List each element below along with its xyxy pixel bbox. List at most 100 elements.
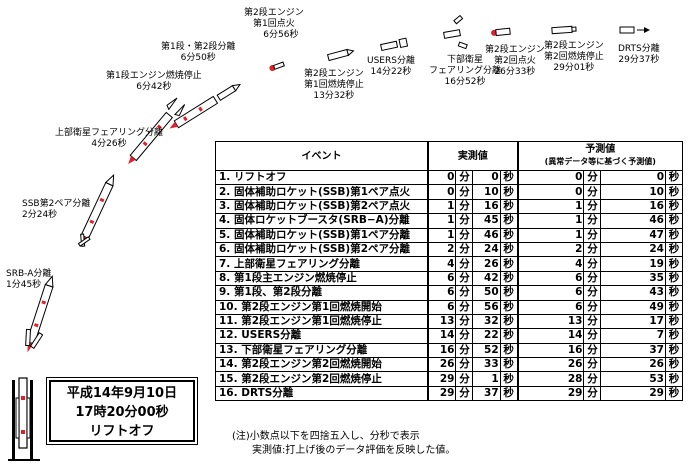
unit-min: 分 <box>583 385 602 402</box>
event-name: 16. DRTS分離 <box>215 385 429 402</box>
actual-min: 0 <box>427 184 457 200</box>
unit-min: 分 <box>455 285 474 301</box>
header-event: イベント <box>215 141 429 171</box>
second-stage-ignition-2 <box>491 27 511 37</box>
predicted-min: 0 <box>516 169 585 186</box>
actual-min: 1 <box>427 213 457 229</box>
unit-min: 分 <box>583 256 602 272</box>
unit-min: 分 <box>583 241 602 258</box>
unit-sec: 秒 <box>499 184 519 200</box>
unit-sec: 秒 <box>665 328 683 344</box>
unit-sec: 秒 <box>499 371 519 387</box>
liftoff-time: 17時20分00秒 <box>75 405 169 420</box>
actual-sec: 10 <box>472 184 501 200</box>
unit-min: 分 <box>455 241 474 258</box>
predicted-min: 6 <box>516 270 585 287</box>
unit-sec: 秒 <box>499 313 519 330</box>
predicted-min: 0 <box>516 184 585 200</box>
predicted-sec: 0 <box>600 169 666 186</box>
predicted-sec: 26 <box>600 357 666 373</box>
predicted-sec: 46 <box>600 213 666 229</box>
unit-min: 分 <box>583 328 602 344</box>
lower-fairing-separation <box>443 14 468 50</box>
predicted-sec: 29 <box>600 385 666 402</box>
liftoff-label: リフトオフ <box>89 424 155 439</box>
unit-sec: 秒 <box>499 241 519 258</box>
actual-sec: 50 <box>472 285 501 301</box>
event-name: 3. 固体補助ロケット(SSB)第2ペア点火 <box>215 198 429 215</box>
event-name: 12. USERS分離 <box>215 328 429 344</box>
actual-min: 13 <box>427 313 457 330</box>
unit-min: 分 <box>583 313 602 330</box>
unit-sec: 秒 <box>665 169 683 186</box>
unit-sec: 秒 <box>499 227 519 243</box>
second-stage-seco-2 <box>551 25 577 35</box>
unit-sec: 秒 <box>499 299 519 315</box>
unit-sec: 秒 <box>499 270 519 287</box>
predicted-sec: 24 <box>600 241 666 258</box>
predicted-sec: 7 <box>600 328 666 344</box>
predicted-sec: 17 <box>600 313 666 330</box>
actual-sec: 33 <box>472 357 501 373</box>
actual-sec: 37 <box>472 385 501 402</box>
unit-min: 分 <box>455 198 474 215</box>
actual-sec: 46 <box>472 227 501 243</box>
users-separation <box>380 37 409 52</box>
unit-min: 分 <box>455 299 474 315</box>
predicted-sec: 37 <box>600 342 666 359</box>
actual-min: 29 <box>427 385 457 402</box>
predicted-min: 4 <box>516 256 585 272</box>
unit-sec: 秒 <box>499 256 519 272</box>
unit-sec: 秒 <box>499 213 519 229</box>
actual-min: 14 <box>427 328 457 344</box>
predicted-min: 6 <box>516 285 585 301</box>
liftoff-date: 平成14年9月10日 <box>66 386 178 401</box>
actual-sec: 16 <box>472 198 501 215</box>
event-name: 9. 第1段、第2段分離 <box>215 285 429 301</box>
header-predicted: 予測値 (異常データ等に基づく予測値) <box>516 141 683 171</box>
launch-pad-rocket <box>8 377 40 461</box>
event-name: 4. 固体ロケットブースタ(SRB−A)分離 <box>215 213 429 229</box>
unit-sec: 秒 <box>665 385 683 402</box>
unit-sec: 秒 <box>665 256 683 272</box>
actual-min: 0 <box>427 169 457 186</box>
unit-sec: 秒 <box>665 270 683 287</box>
unit-min: 分 <box>583 270 602 287</box>
predicted-min: 1 <box>516 213 585 229</box>
unit-min: 分 <box>455 213 474 229</box>
header-actual: 実測値 <box>427 141 519 171</box>
unit-sec: 秒 <box>665 299 683 315</box>
actual-min: 6 <box>427 285 457 301</box>
unit-min: 分 <box>455 342 474 359</box>
actual-min: 16 <box>427 342 457 359</box>
unit-min: 分 <box>583 299 602 315</box>
unit-sec: 秒 <box>499 342 519 359</box>
unit-sec: 秒 <box>499 385 519 402</box>
unit-sec: 秒 <box>665 213 683 229</box>
predicted-sec: 53 <box>600 371 666 387</box>
unit-min: 分 <box>455 371 474 387</box>
event-name: 2. 固体補助ロケット(SSB)第1ペア点火 <box>215 184 429 200</box>
unit-min: 分 <box>583 357 602 373</box>
unit-min: 分 <box>583 342 602 359</box>
unit-min: 分 <box>583 169 602 186</box>
actual-min: 26 <box>427 357 457 373</box>
actual-sec: 22 <box>472 328 501 344</box>
predicted-sec: 49 <box>600 299 666 315</box>
